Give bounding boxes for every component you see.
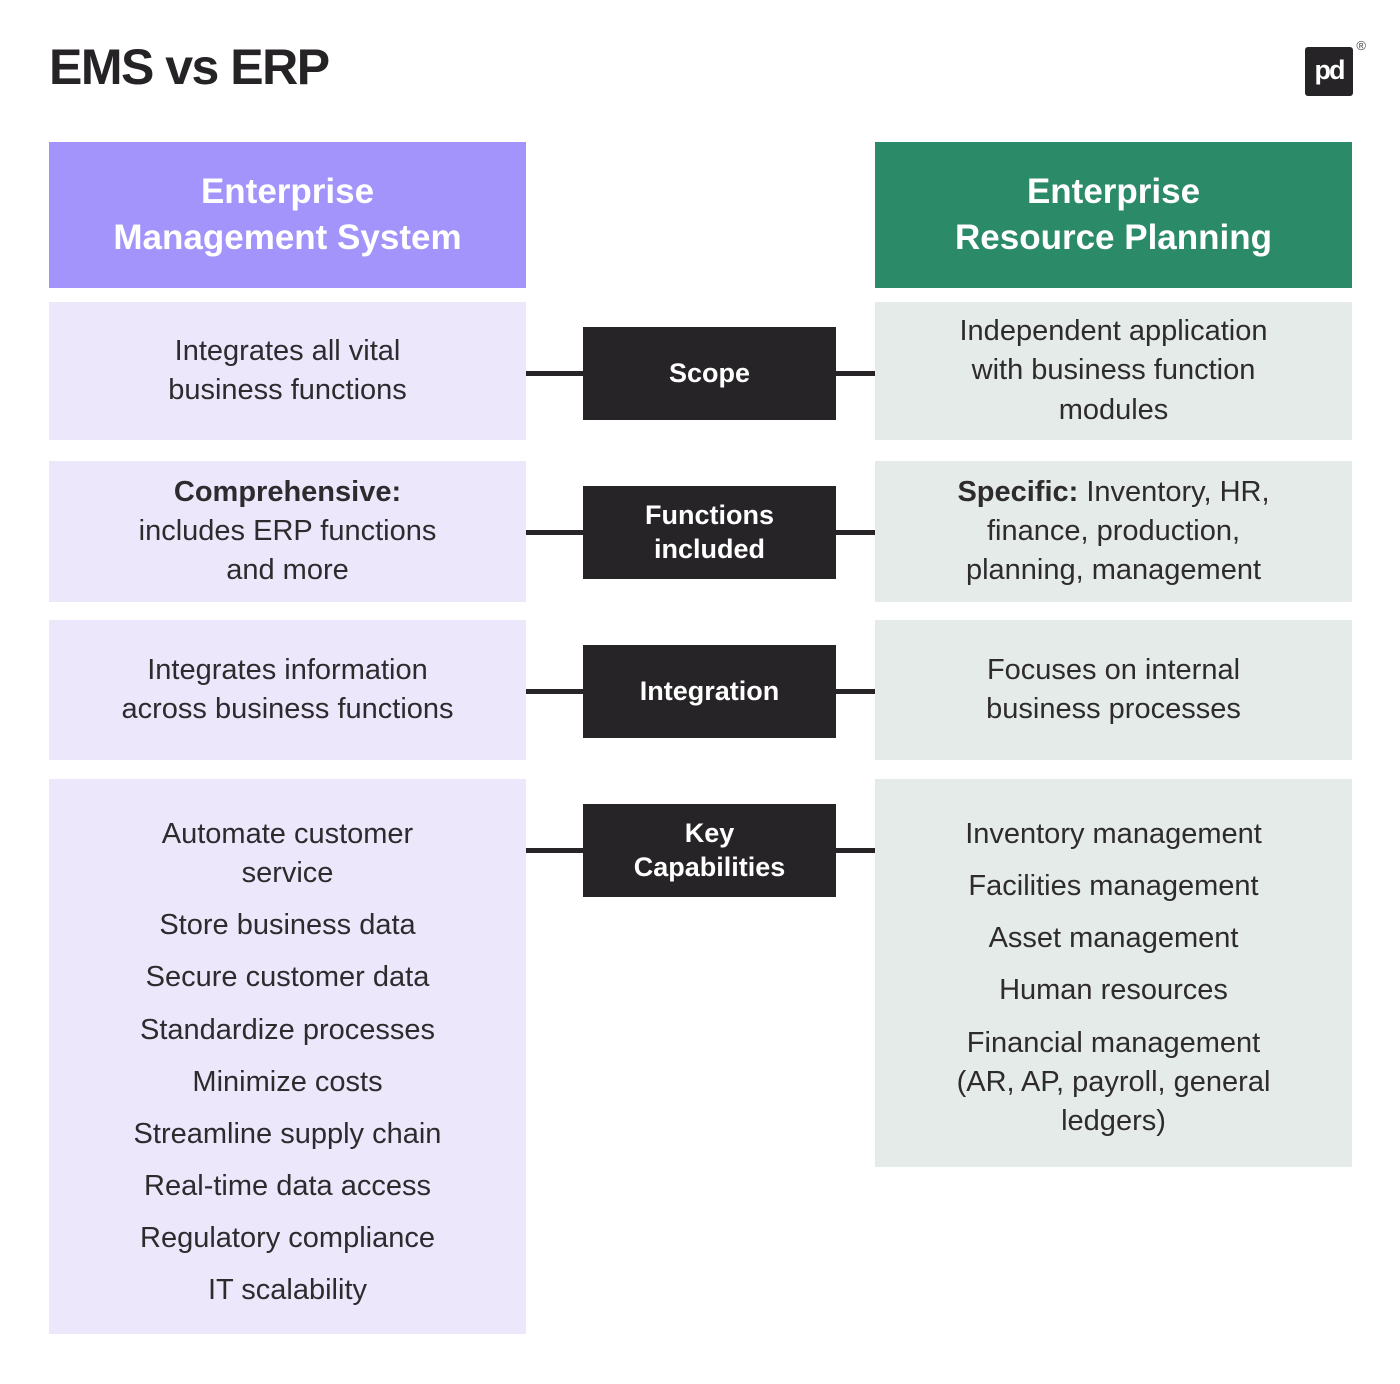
- page-title: EMS vs ERP: [49, 39, 330, 95]
- list-item: Facilities management: [968, 870, 1259, 903]
- list-item: Automate customer service: [161, 818, 414, 890]
- erp-functions-text: Specific: Inventory, HR, finance, produc…: [945, 473, 1282, 590]
- category-integration: Integration: [583, 645, 836, 738]
- registered-trademark-symbol: ®: [1356, 38, 1366, 53]
- list-item: Minimize costs: [192, 1065, 383, 1098]
- erp-functions-cell: Specific: Inventory, HR, finance, produc…: [875, 461, 1352, 602]
- erp-scope-cell: Independent application with business fu…: [875, 302, 1352, 440]
- list-item: Secure customer data: [145, 961, 430, 994]
- category-key-capabilities: Key Capabilities: [583, 804, 836, 897]
- erp-functions-lead: Specific:: [957, 475, 1079, 508]
- ems-functions-cell: Comprehensive: includes ERP functions an…: [49, 461, 526, 602]
- erp-scope-text: Independent application with business fu…: [959, 315, 1268, 426]
- list-item: Inventory management: [965, 818, 1262, 850]
- erp-integration-text: Focuses on internal business processes: [986, 653, 1241, 725]
- erp-header-line2: Resource Planning: [954, 218, 1273, 257]
- list-item: Asset management: [988, 922, 1239, 955]
- list-item: Regulatory compliance: [140, 1222, 435, 1255]
- list-item: Human resources: [999, 974, 1228, 1007]
- connector-line: [526, 371, 583, 376]
- ems-integration-text: Integrates information across business f…: [121, 653, 454, 725]
- list-item: Standardize processes: [140, 1013, 435, 1046]
- connector-line: [526, 530, 583, 535]
- erp-header-line1: Enterprise: [1026, 171, 1201, 211]
- connector-line: [836, 530, 875, 535]
- erp-integration-cell: Focuses on internal business processes: [875, 620, 1352, 760]
- ems-scope-cell: Integrates all vital business functions: [49, 302, 526, 440]
- ems-functions-text: Comprehensive: includes ERP functions an…: [119, 473, 456, 590]
- connector-line: [836, 848, 875, 853]
- connector-line: [836, 371, 875, 376]
- ems-column-header: Enterprise Management System: [49, 142, 526, 288]
- ems-functions-lead: Comprehensive:: [173, 475, 402, 508]
- ems-functions-rest: includes ERP functions and more: [138, 514, 437, 587]
- erp-column-header: Enterprise Resource Planning: [875, 142, 1352, 288]
- connector-line: [526, 848, 583, 853]
- connector-line: [526, 689, 583, 694]
- list-item: Store business data: [159, 909, 416, 942]
- ems-header-line1: Enterprise: [200, 171, 375, 211]
- ems-integration-cell: Integrates information across business f…: [49, 620, 526, 760]
- category-functions-included: Functions included: [583, 486, 836, 579]
- category-scope: Scope: [583, 327, 836, 420]
- erp-functions-rest: Inventory, HR, finance, production, plan…: [965, 475, 1270, 587]
- list-item: Real-time data access: [144, 1169, 431, 1202]
- list-item: IT scalability: [207, 1274, 368, 1307]
- connector-line: [836, 689, 875, 694]
- pd-logo-icon: pd: [1314, 55, 1346, 85]
- ems-scope-text: Integrates all vital business functions: [168, 334, 407, 406]
- erp-key-capabilities-cell: Inventory management Facilities manageme…: [875, 779, 1352, 1167]
- list-item: Financial management (AR, AP, payroll, g…: [956, 1026, 1271, 1137]
- ems-header-line2: Management System: [113, 218, 462, 257]
- ems-key-capabilities-cell: Automate customer service Store business…: [49, 779, 526, 1334]
- list-item: Streamline supply chain: [133, 1117, 442, 1150]
- pandadoc-logo: pd ®: [1305, 38, 1366, 96]
